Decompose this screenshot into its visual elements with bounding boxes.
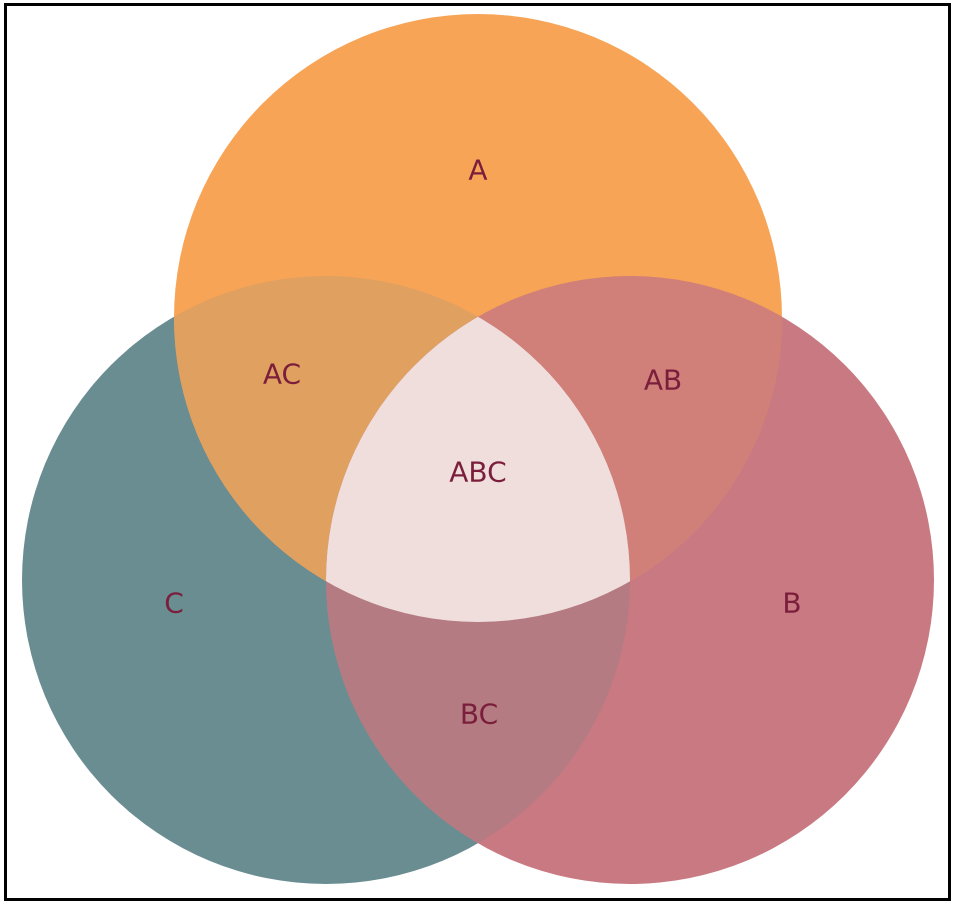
label-a: A — [468, 154, 487, 187]
label-c: C — [164, 587, 184, 620]
label-ab: AB — [644, 364, 682, 397]
abc-intersection-region — [326, 276, 630, 622]
label-ac: AC — [263, 358, 301, 391]
label-abc: ABC — [449, 456, 506, 489]
label-bc: BC — [460, 698, 498, 731]
label-b: B — [782, 587, 801, 620]
